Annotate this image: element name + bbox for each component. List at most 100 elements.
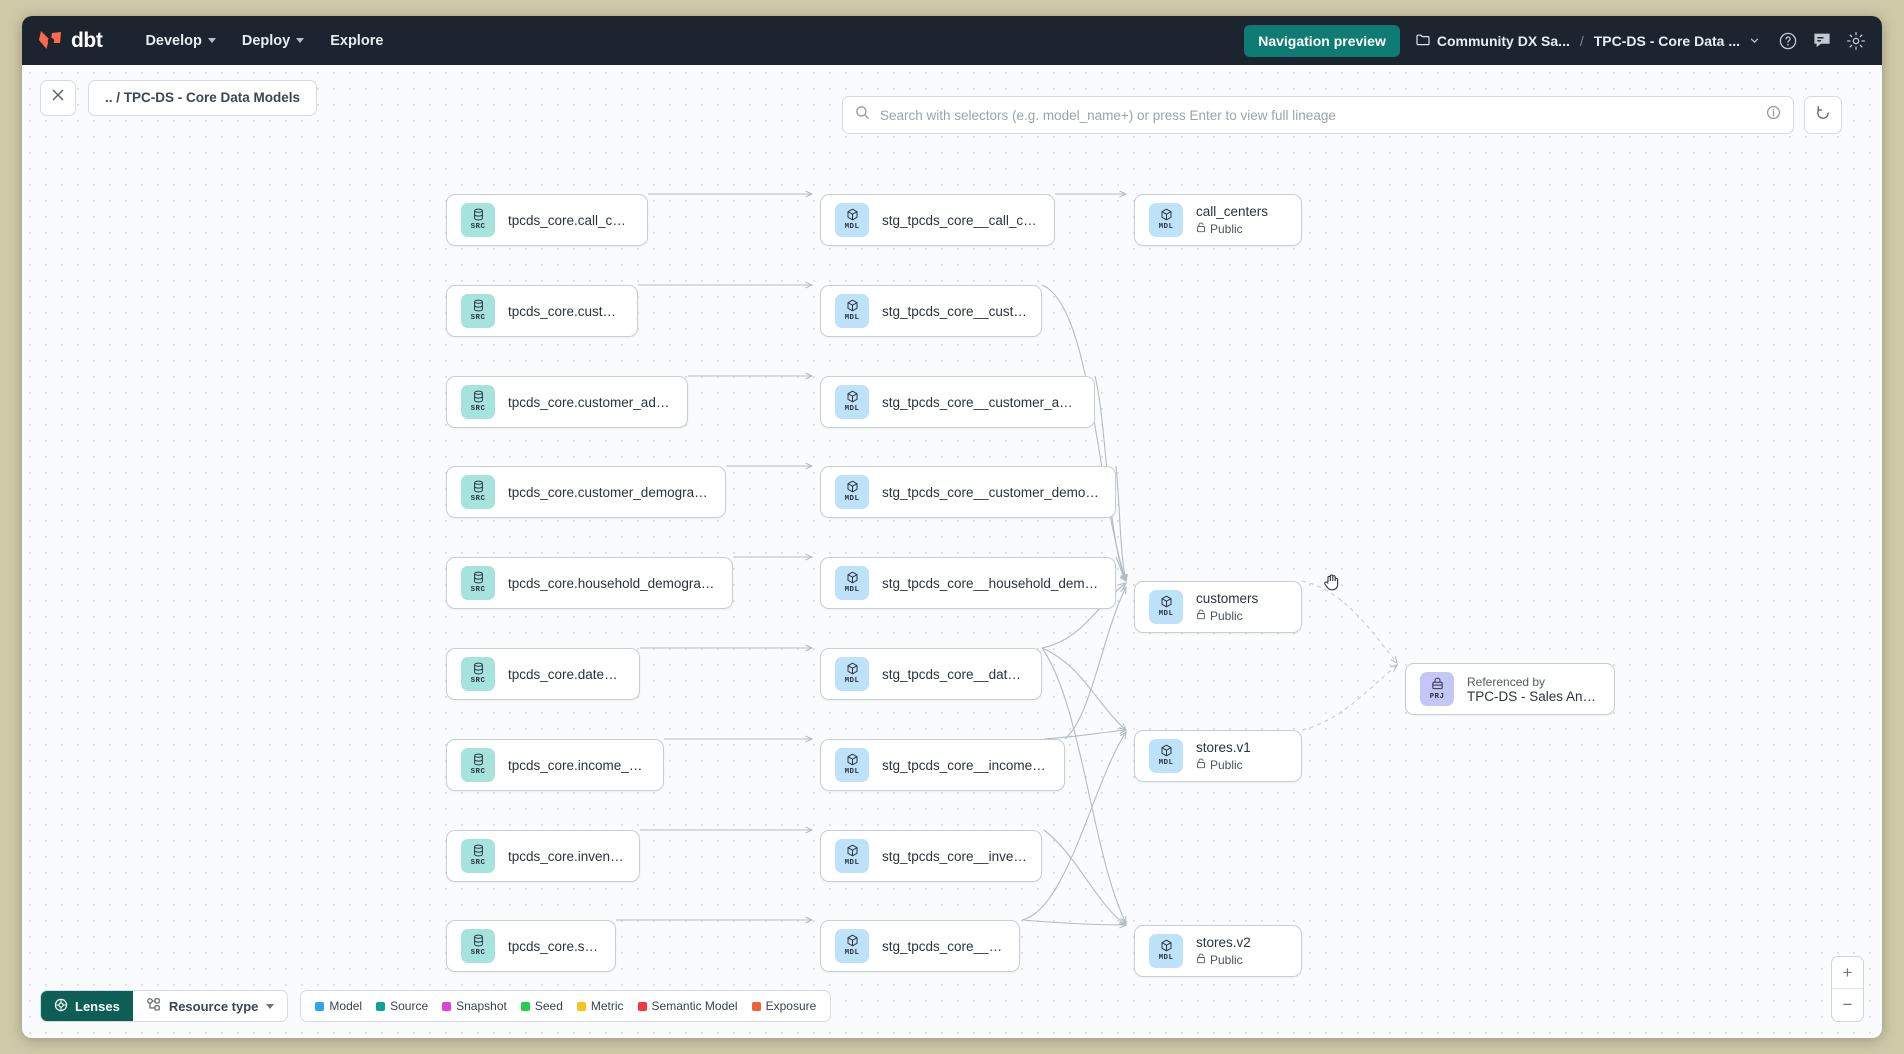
legend-item[interactable]: Semantic Model [637,999,738,1013]
lens-icon [54,998,68,1015]
nav-item-deploy-label: Deploy [241,32,291,49]
legend-label: Model [329,999,363,1013]
legend-item[interactable]: Seed [520,999,563,1013]
dbt-logo[interactable]: dbt [38,28,103,53]
lineage-node-model[interactable]: MDL stg_tpcds_core__inventory [820,830,1042,882]
lineage-node-text: tpcds_core.customer_demographics [508,485,711,500]
lineage-node-label: stg_tpcds_core__household_demogr… [882,575,1101,591]
zoom-controls: + − [1831,956,1864,1022]
mdl-type-icon: MDL [835,929,869,963]
chevron-down-icon [266,1003,275,1009]
lineage-node-label: stg_tpcds_core__income_band [882,757,1050,773]
mdl-type-icon: MDL [1149,739,1183,773]
search-icon [855,105,870,125]
search-input[interactable] [880,107,1756,123]
close-button[interactable] [40,79,76,116]
search-box[interactable] [842,96,1794,134]
nav-item-explore[interactable]: Explore [317,27,396,55]
legend-item[interactable]: Source [376,999,428,1013]
legend-label: Exposure [765,999,817,1013]
legend-item[interactable]: Metric [576,999,624,1013]
lenses-button[interactable]: Lenses [41,991,133,1021]
lineage-node-label: stg_tpcds_core__inventory [882,848,1027,864]
legend-swatch [751,1001,761,1011]
lineage-node-text: stg_tpcds_core__household_demogr… [882,576,1101,591]
lineage-node-text: stg_tpcds_core__inventory [882,849,1027,864]
settings-icon[interactable] [1846,31,1866,51]
breadcrumb-account[interactable]: Community DX Sa... [1436,32,1570,49]
lineage-node-text: stg_tpcds_core__date_dim [882,667,1027,682]
legend-item[interactable]: Model [315,999,362,1013]
mdl-type-icon: MDL [835,839,869,873]
legend-swatch [520,1001,530,1011]
access-badge: Public [1196,609,1258,623]
info-icon[interactable] [1766,105,1781,125]
legend-swatch [376,1001,386,1011]
nav-item-develop-label: Develop [145,32,202,49]
chevron-down-icon[interactable] [1749,33,1760,49]
lineage-node-label: tpcds_core.household_demographics [508,575,718,591]
lock-icon [1196,953,1206,967]
lineage-node-text: tpcds_core.inventory [508,849,625,864]
lineage-node-model[interactable]: MDL stg_tpcds_core__household_demogr… [820,557,1116,609]
chevron-down-icon [207,38,216,43]
lineage-node-label: customers [1196,591,1259,606]
lineage-node-kicker: Referenced by [1467,674,1546,689]
src-type-icon: SRC [461,657,495,691]
breadcrumb-project[interactable]: TPC-DS - Core Data ... [1593,32,1740,49]
mdl-type-icon: MDL [835,385,869,419]
brand-text: dbt [71,28,103,52]
nav-item-deploy[interactable]: Deploy [229,27,317,55]
lineage-node-label: stg_tpcds_core__customer_address [882,394,1080,410]
lineage-node-model[interactable]: MDL stg_tpcds_core__income_band [820,739,1065,791]
legend-item[interactable]: Snapshot [442,999,507,1013]
legend-item[interactable]: Exposure [751,999,817,1013]
help-icon[interactable] [1778,31,1798,51]
mdl-type-icon: MDL [835,748,869,782]
lineage-node-label: stg_tpcds_core__customer [882,303,1027,319]
breadcrumb-pill-button[interactable]: .. / TPC-DS - Core Data Models [88,79,318,116]
zoom-out-button[interactable]: − [1842,995,1853,1014]
bottom-toolbar: Lenses Resource type Model Source Snapshot… [40,990,832,1022]
lineage-node-text: stg_tpcds_core__customer_address [882,395,1080,410]
feedback-icon[interactable] [1812,31,1832,51]
folder-icon [1416,33,1430,49]
nav-item-develop[interactable]: Develop [132,27,228,55]
grab-cursor-icon [1322,571,1344,593]
refresh-icon [1815,105,1831,126]
lenses-group: Lenses Resource type [40,990,289,1022]
zoom-in-button[interactable]: + [1832,957,1863,989]
mdl-type-icon: MDL [835,566,869,600]
lineage-node-label: tpcds_core.call_center [508,212,633,228]
access-badge: Public [1196,953,1251,967]
resource-type-dropdown[interactable]: Resource type [133,991,288,1021]
refresh-button[interactable] [1804,96,1842,134]
lineage-node-model[interactable]: MDL stg_tpcds_core__customer_address [820,376,1095,428]
navigation-preview-button[interactable]: Navigation preview [1244,24,1400,57]
resource-type-icon [146,997,161,1015]
lineage-node-label: tpcds_core.customer_demographics [508,484,711,500]
